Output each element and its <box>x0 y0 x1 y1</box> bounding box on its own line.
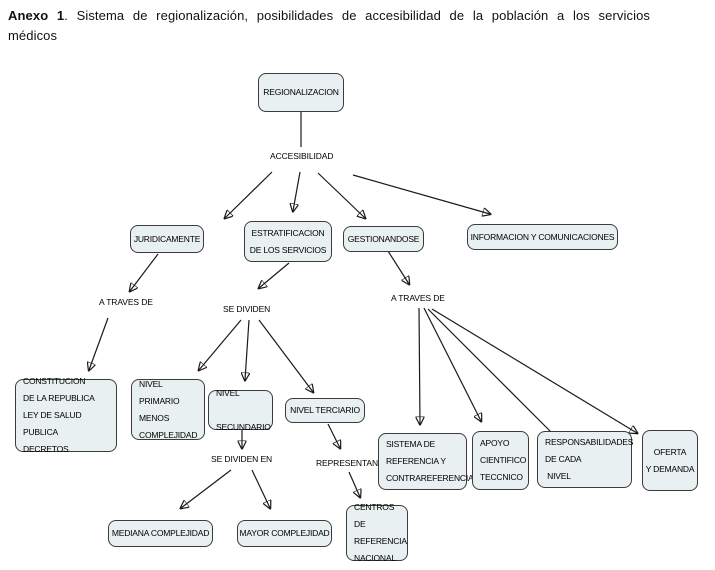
edge-atravesde-constitucion <box>89 317 109 370</box>
node-centros-de-referencia-nacional: CENTROS DE REFERENCIA NACIONAL <box>346 502 408 563</box>
edge-accesibilidad-juridicamente <box>225 171 273 218</box>
node-oferta-y-demanda: OFERTA Y DEMANDA <box>642 430 698 491</box>
edge-sedividen-nivelsecundario <box>245 319 249 380</box>
node-sistema-referencia-contrareferencia: SISTEMA DE REFERENCIA Y CONTRAREFERENCIA <box>378 433 474 490</box>
edge-accesibilidad-gestionandose <box>317 172 365 218</box>
figure-caption: Anexo 1. Sistema de regionalización, pos… <box>8 6 650 46</box>
node-nivel-primario: NIVEL PRIMARIO MENOS COMPLEJIDAD <box>131 379 205 440</box>
edge-representan-centros <box>348 471 360 497</box>
edge-gestionandose-atravesde <box>387 250 409 284</box>
edge-sedividen-nivelprimario <box>199 319 242 370</box>
edge-sedividenen-mediana <box>181 469 232 508</box>
link-label-accesibilidad: ACCESIBILIDAD <box>270 151 334 161</box>
edge-accesibilidad-estratificacion <box>293 171 301 211</box>
node-apoyo-cientifico-tecnico: APOYO CIENTIFICO TECCNICO <box>472 431 529 490</box>
link-label-se-dividen-en: SE DIVIDEN EN <box>211 454 273 464</box>
node-mediana-complejidad: MEDIANA COMPLEJIDAD <box>108 520 213 547</box>
edge-sedividen-nivelterciario <box>258 319 313 392</box>
figure-caption-text: . Sistema de regionalización, posibilida… <box>8 8 651 44</box>
node-juridicamente: JURIDICAMENTE <box>130 225 204 253</box>
edge-atravesde-apoyo <box>423 307 481 421</box>
edge-atravesde-oferta <box>431 308 637 433</box>
node-nivel-terciario: NIVEL TERCIARIO <box>285 398 365 423</box>
edge-atravesde-sistema <box>419 307 420 424</box>
edge-sedividenen-mayor <box>251 469 270 508</box>
link-label-se-dividen: SE DIVIDEN <box>223 304 271 314</box>
node-mayor-complejidad: MAYOR COMPLEJIDAD <box>237 520 332 547</box>
figure-caption-number: Anexo 1 <box>8 8 65 23</box>
node-estratificacion-de-los-servicios: ESTRATIFICACION DE LOS SERVICIOS <box>244 221 332 262</box>
link-label-representan: REPRESENTAN <box>316 458 379 468</box>
link-label-a-traves-de-right: A TRAVES DE <box>391 293 445 303</box>
node-regionalizacion: REGIONALIZACION <box>258 73 344 112</box>
edge-estratificacion-sedividen <box>259 262 290 288</box>
link-label-a-traves-de-left: A TRAVES DE <box>99 297 153 307</box>
node-informacion-y-comunicaciones: INFORMACION Y COMUNICACIONES <box>467 224 618 250</box>
node-nivel-secundario: NIVEL SECUNDARIO <box>208 388 273 432</box>
node-gestionandose: GESTIONANDOSE <box>343 226 424 252</box>
edge-accesibilidad-informacion <box>352 174 490 214</box>
edge-atravesde-responsabilidades <box>427 308 552 433</box>
node-responsabilidades-de-cada-nivel: RESPONSABILIDADES DE CADA NIVEL <box>537 431 633 488</box>
edge-nivelterciario-representan <box>327 423 340 448</box>
edge-juridicamente-atravesde <box>130 253 159 291</box>
node-constitucion-leyes-decretos: CONSTITUCION DE LA REPUBLICA LEY DE SALU… <box>15 376 117 454</box>
